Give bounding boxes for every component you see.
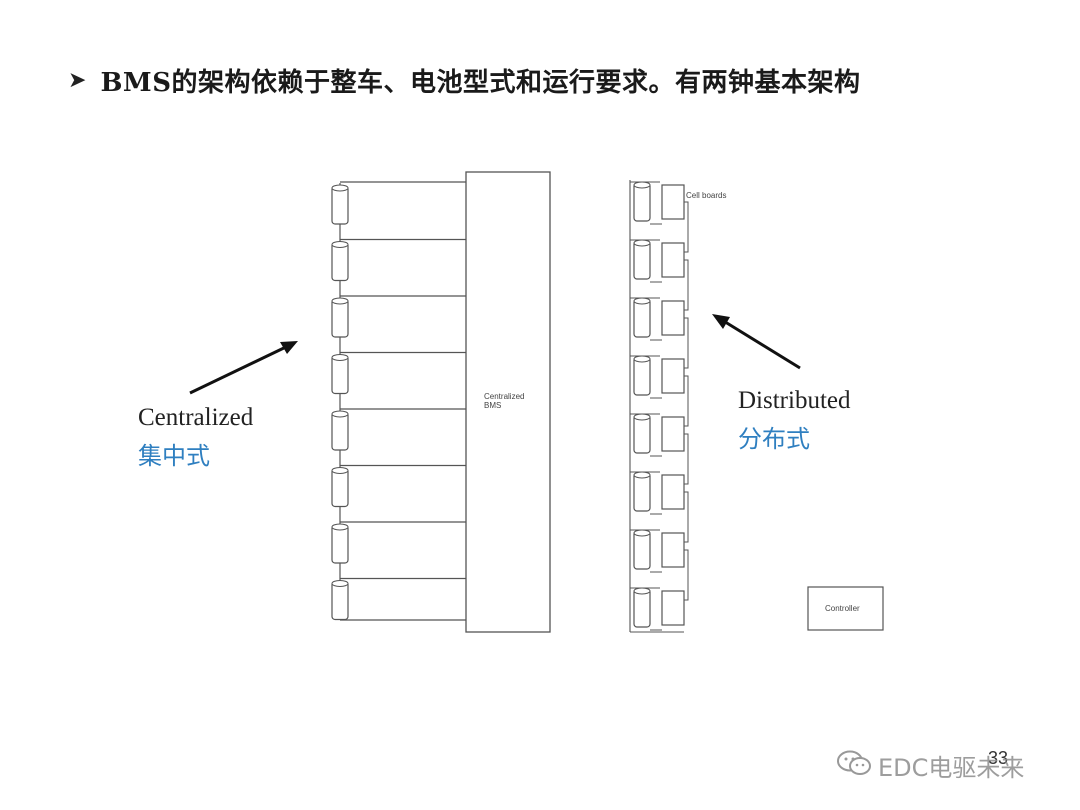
watermark-text: EDC电驱未来 xyxy=(878,754,1025,782)
cell-board xyxy=(661,590,685,626)
distributed-label-zh: 分布式 xyxy=(738,425,810,453)
battery-cell-top xyxy=(331,241,349,248)
battery-cell xyxy=(633,240,651,280)
battery-cell xyxy=(331,241,349,282)
arrow-bullet-icon: ➤ xyxy=(68,68,87,93)
centralized-label-zh: 集中式 xyxy=(138,442,210,470)
page-number: 33 xyxy=(988,748,1009,768)
battery-cell xyxy=(633,414,651,454)
battery-cell-top xyxy=(633,297,651,305)
cell-board xyxy=(661,416,685,452)
distributed-arrow xyxy=(712,314,801,370)
battery-cell-top xyxy=(331,354,349,361)
battery-cell-top xyxy=(331,580,349,587)
battery-cell xyxy=(633,356,651,396)
battery-cell-top xyxy=(633,355,651,363)
wechat-icon xyxy=(836,749,872,783)
battery-cell xyxy=(331,467,349,508)
battery-cell xyxy=(331,354,349,395)
daisy-chain-wire xyxy=(684,259,689,311)
battery-cell xyxy=(633,472,651,512)
battery-cell xyxy=(633,588,651,628)
daisy-chain-wire xyxy=(684,375,689,427)
watermark: EDC电驱未来 xyxy=(836,748,1024,783)
centralized-bms-label: Centralized BMS xyxy=(484,392,525,410)
daisy-chain-wire xyxy=(684,549,689,601)
daisy-chain-wire xyxy=(684,433,689,485)
battery-cell-top xyxy=(331,523,349,531)
slide-title-row: ➤ BMS的架构依赖于整车、电池型式和运行要求。有两钟基本架构 xyxy=(68,62,860,99)
battery-cell-top xyxy=(633,471,651,479)
cell-board xyxy=(661,358,685,394)
battery-cell xyxy=(633,298,651,338)
distributed-label: Distributed xyxy=(738,387,851,414)
distributed-diagram xyxy=(629,180,689,633)
battery-cell-top xyxy=(633,239,651,247)
cell-board xyxy=(661,300,685,336)
centralized-diagram xyxy=(331,171,551,633)
slide-title: BMS的架构依赖于整车、电池型式和运行要求。有两钟基本架构 xyxy=(100,68,861,98)
battery-cell xyxy=(633,530,651,570)
battery-cell-top xyxy=(331,184,349,192)
battery-cell xyxy=(331,185,349,225)
daisy-chain-wire xyxy=(684,317,689,369)
cell-board xyxy=(661,532,685,568)
battery-cell xyxy=(331,580,349,621)
centralized-label: Centralized xyxy=(138,404,254,431)
controller-label: Controller xyxy=(825,604,860,613)
daisy-chain-wire xyxy=(684,201,689,253)
centralized-arrow xyxy=(189,341,298,395)
battery-cell-top xyxy=(633,529,651,537)
cell-boards-label: Cell boards xyxy=(686,191,727,200)
battery-cell-top xyxy=(331,410,349,418)
cell-board xyxy=(661,184,685,220)
battery-cell-top xyxy=(331,467,349,474)
centralized-bms-box xyxy=(465,171,551,633)
battery-cell xyxy=(331,524,349,564)
cell-board xyxy=(661,474,685,510)
battery-cell-top xyxy=(633,181,651,189)
battery-cell-top xyxy=(331,297,349,305)
battery-cell-top xyxy=(633,413,651,421)
daisy-chain-wire xyxy=(684,491,689,543)
cell-board xyxy=(661,242,685,278)
battery-cell xyxy=(331,411,349,451)
battery-cell xyxy=(633,182,651,222)
battery-cell-top xyxy=(633,587,651,595)
controller-box xyxy=(807,586,884,631)
battery-cell xyxy=(331,298,349,338)
